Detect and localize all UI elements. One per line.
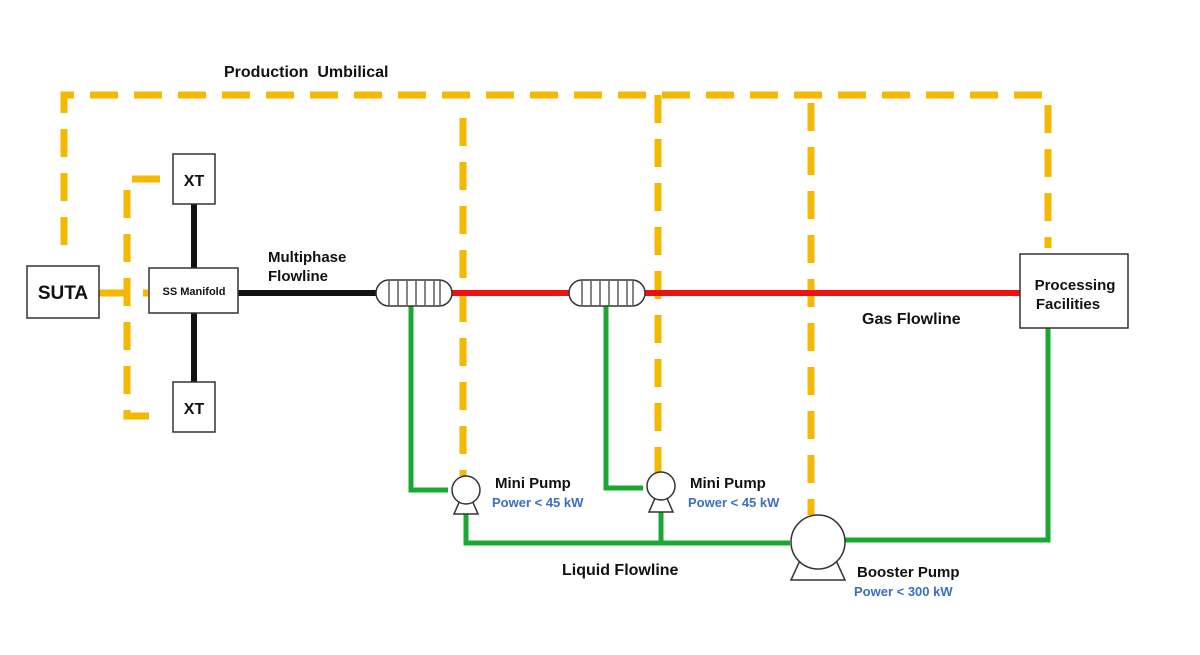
multiphase-label-line2: Flowline	[268, 268, 328, 285]
production-umbilical	[60, 91, 1052, 515]
booster-pump-label: Booster Pump	[857, 564, 960, 581]
booster-pump-power: Power < 300 kW	[854, 584, 953, 599]
processing-label-line2: Facilities	[1036, 296, 1100, 313]
xt-top-box: XT	[172, 153, 216, 205]
production-umbilical-label: Production Umbilical	[224, 64, 388, 81]
suta-box: SUTA	[26, 265, 100, 319]
mini-pump-1-power: Power < 45 kW	[492, 495, 584, 510]
mini-pump-1-label: Mini Pump	[495, 475, 571, 492]
multiphase-flowlines	[191, 204, 378, 382]
umbilical-main-line	[60, 91, 1052, 248]
mini-pump-2-power: Power < 45 kW	[688, 495, 780, 510]
booster-to-processing	[843, 328, 1051, 543]
separator-2	[568, 279, 646, 307]
separator-1	[375, 279, 453, 307]
mini-pump-1-icon	[451, 475, 481, 515]
mini-pump-2-icon	[646, 471, 676, 513]
processing-facilities-box: Processing Facilities	[1019, 253, 1129, 329]
liquid-flowline-label: Liquid Flowline	[562, 562, 679, 579]
xt-bottom-box: XT	[172, 381, 216, 433]
gas-flowline-label: Gas Flowline	[862, 311, 961, 328]
xt-top-label: XT	[184, 173, 205, 190]
multiphase-label-line1: Multiphase	[268, 249, 346, 266]
umbilical-manifold-loop	[123, 175, 160, 420]
ss-manifold-box: SS Manifold	[148, 267, 239, 314]
mini-pump-2-label: Mini Pump	[690, 475, 766, 492]
processing-label-line1: Processing	[1035, 277, 1116, 294]
liquid-flowline	[408, 306, 1051, 546]
suta-label: SUTA	[38, 283, 89, 304]
separator-2-to-mini-pump-2	[603, 306, 643, 491]
liquid-flowline-main	[463, 510, 790, 546]
booster-pump-icon	[789, 514, 847, 581]
xt-bottom-label: XT	[184, 401, 205, 418]
ss-manifold-label: SS Manifold	[163, 286, 226, 298]
separator-1-to-mini-pump-1	[408, 306, 448, 493]
